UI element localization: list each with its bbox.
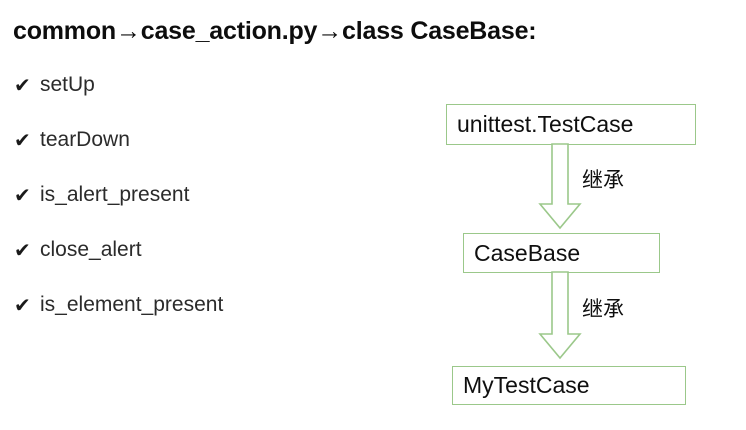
diagram-node-casebase: CaseBase: [463, 233, 660, 273]
diagram-node-label: CaseBase: [474, 239, 581, 266]
list-item: ✔ setUp: [14, 72, 414, 127]
list-item-label: close_alert: [40, 238, 142, 261]
list-item-label: setUp: [40, 73, 95, 96]
arrow-label-inherit: 继承: [582, 297, 624, 321]
check-icon: ✔: [14, 128, 31, 152]
diagram-node-label: MyTestCase: [463, 372, 590, 398]
list-item: ✔ tearDown: [14, 127, 414, 182]
list-item: ✔ is_element_present: [14, 292, 414, 347]
diagram-node-mytestcase: MyTestCase: [452, 366, 686, 405]
method-list: ✔ setUp ✔ tearDown ✔ is_alert_present ✔ …: [14, 72, 414, 347]
down-arrow-icon: [538, 271, 582, 360]
check-icon: ✔: [14, 293, 31, 317]
check-icon: ✔: [14, 183, 31, 207]
diagram-node-unittest-testcase: unittest.TestCase: [446, 104, 696, 145]
list-item-label: is_element_present: [40, 293, 224, 316]
list-item: ✔ is_alert_present: [14, 182, 414, 237]
arrow-label-inherit: 继承: [582, 168, 624, 192]
down-arrow-icon: [538, 143, 582, 230]
list-item: ✔ close_alert: [14, 237, 414, 292]
check-icon: ✔: [14, 238, 31, 262]
diagram-node-label: unittest.TestCase: [457, 111, 634, 137]
list-item-label: tearDown: [40, 128, 130, 151]
page-title: common→case_action.py→class CaseBase:: [13, 17, 537, 45]
check-icon: ✔: [14, 73, 31, 97]
list-item-label: is_alert_present: [40, 183, 190, 206]
inheritance-diagram: unittest.TestCase 继承 CaseBase 继承 MyTestC…: [430, 90, 730, 420]
